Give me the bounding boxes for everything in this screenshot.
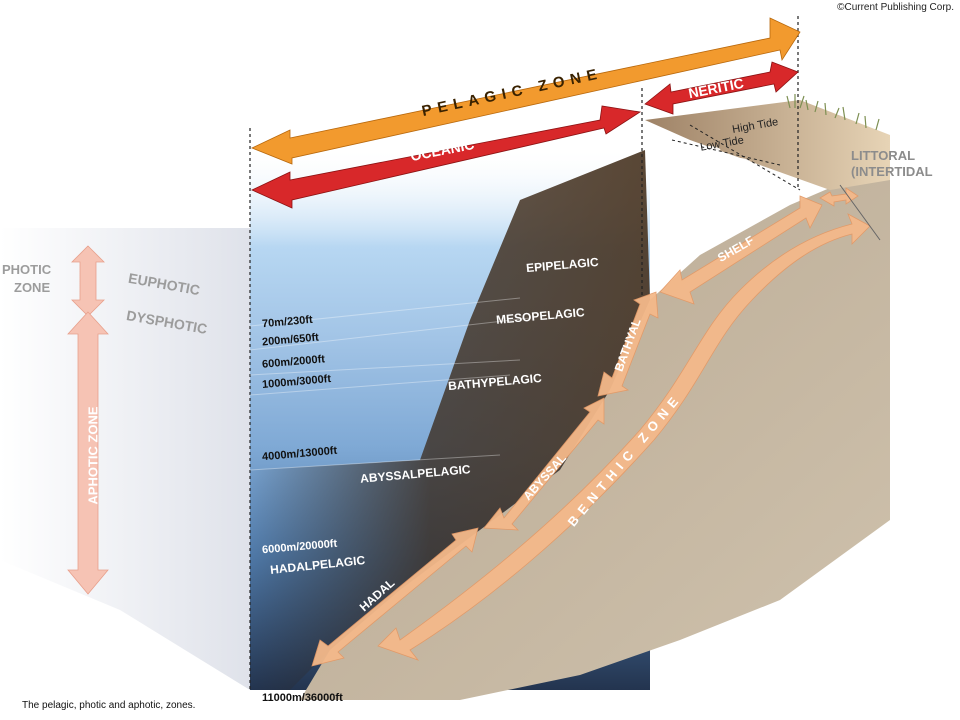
littoral-arrow	[819, 187, 859, 207]
figure-caption: The pelagic, photic and aphotic, zones.	[22, 700, 196, 711]
grass	[786, 94, 880, 131]
zone-divider-lines	[249, 16, 799, 690]
benthic-zone-arrow	[377, 213, 871, 661]
oceanic-arrow	[251, 105, 642, 209]
hadal-arrow	[311, 527, 479, 667]
abyssal-arrow	[483, 397, 605, 531]
littoral-pointer	[839, 184, 881, 241]
aphotic-arrow	[67, 311, 109, 595]
pelagic-arrow	[251, 17, 801, 165]
tide-lines	[671, 124, 801, 191]
neritic-arrow	[644, 61, 799, 115]
left-face	[0, 228, 250, 690]
deep-dark-region	[250, 150, 650, 690]
beach-surface	[645, 100, 890, 190]
copyright-notice: ©Current Publishing Corp.	[837, 2, 954, 13]
surf-foam	[659, 146, 761, 179]
benthic-arrows	[311, 187, 871, 667]
bathyal-arrow	[597, 291, 659, 397]
depth-lines	[249, 297, 531, 471]
shelf-arrow	[659, 195, 823, 305]
